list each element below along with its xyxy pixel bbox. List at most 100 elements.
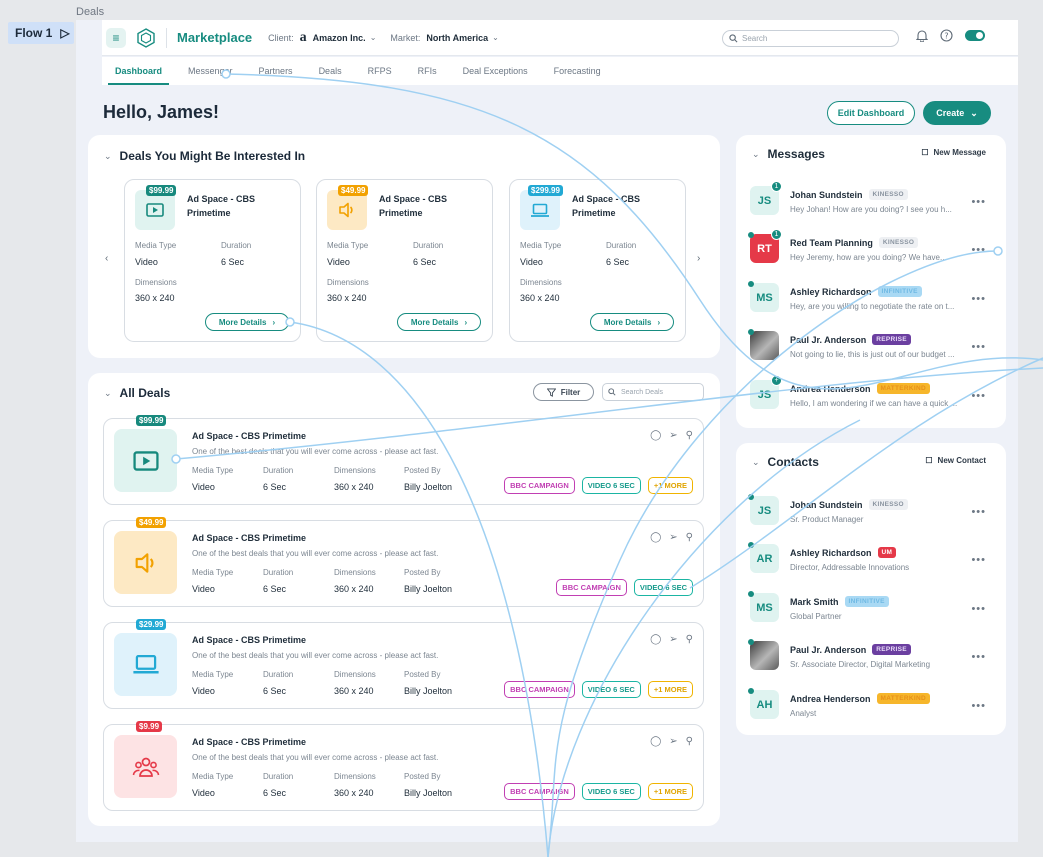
more-options-icon[interactable]: ••• — [971, 293, 986, 305]
deal-row[interactable]: $49.99 Ad Space - CBS Primetime One of t… — [103, 517, 704, 607]
contact-role: Sr. Associate Director, Digital Marketin… — [790, 660, 931, 669]
pin-icon[interactable]: ⚲ — [685, 736, 693, 747]
more-options-icon[interactable]: ••• — [971, 390, 986, 402]
tab-deal-exceptions[interactable]: Deal Exceptions — [462, 66, 528, 76]
dimensions-label: Dimensions — [334, 772, 376, 781]
deal-thumb — [114, 633, 177, 696]
new-message-button[interactable]: ☐ New Message — [921, 148, 986, 157]
tab-rfps[interactable]: RFPS — [367, 66, 392, 76]
more-options-icon[interactable]: ••• — [971, 700, 986, 712]
help-icon[interactable]: ? — [940, 29, 953, 42]
chevron-left-icon[interactable]: ‹ — [105, 253, 109, 264]
global-search-input[interactable]: Search — [722, 30, 899, 47]
hamburger-menu-icon[interactable]: ≡ — [106, 27, 126, 48]
deal-row[interactable]: $9.99 Ad Space - CBS Primetime One of th… — [103, 721, 704, 811]
more-options-icon[interactable]: ••• — [971, 196, 986, 208]
client-select[interactable]: Amazon Inc. — [312, 32, 366, 43]
tag-video-6-sec[interactable]: VIDEO 6 SEC — [633, 579, 693, 596]
top-bar: ≡ Marketplace Client: a Amazon Inc. ⌄ Ma… — [102, 20, 1018, 56]
more-details-button[interactable]: More Details› — [205, 313, 289, 331]
tag-video-6-sec[interactable]: VIDEO 6 SEC — [581, 681, 641, 698]
chevron-right-icon[interactable]: › — [697, 253, 701, 264]
tab-deals[interactable]: Deals — [318, 66, 342, 76]
more-options-icon[interactable]: ••• — [971, 341, 986, 353]
bell-icon[interactable] — [916, 29, 928, 42]
interested-header[interactable]: ⌄ Deals You Might Be Interested In — [104, 149, 305, 163]
tag-video-6-sec[interactable]: VIDEO 6 SEC — [581, 783, 641, 800]
more-options-icon[interactable]: ••• — [971, 603, 986, 615]
deal-card[interactable]: $49.99 Ad Space - CBS Primetime Media Ty… — [316, 179, 493, 342]
send-icon[interactable]: ➢ — [669, 634, 678, 645]
tag-video-6-sec[interactable]: VIDEO 6 SEC — [581, 477, 641, 494]
comment-icon[interactable]: ◯ — [650, 532, 662, 543]
tab-dashboard[interactable]: Dashboard — [102, 57, 175, 85]
play-outline-icon: ▷ — [60, 26, 70, 40]
more-details-button[interactable]: More Details› — [590, 313, 674, 331]
posted-by-value: Billy Joelton — [404, 686, 453, 696]
new-contact-button[interactable]: ☐ New Contact — [925, 456, 986, 465]
deal-row[interactable]: $29.99 Ad Space - CBS Primetime One of t… — [103, 619, 704, 709]
filter-button[interactable]: Filter — [533, 383, 594, 401]
tab-forecasting[interactable]: Forecasting — [553, 66, 601, 76]
message-preview: Hey Johan! How are you doing? I see you … — [790, 205, 952, 214]
tag-bbc-campaign[interactable]: BBC CAMPAIGN — [556, 579, 627, 596]
chevron-down-icon[interactable]: ⌄ — [752, 456, 760, 467]
market-select[interactable]: North America — [426, 32, 489, 43]
create-button[interactable]: Create ⌄ — [923, 101, 991, 125]
more-details-button[interactable]: More Details› — [397, 313, 481, 331]
mode-toggle[interactable] — [965, 30, 985, 41]
price-badge: $49.99 — [136, 517, 167, 528]
tag-more[interactable]: +1 MORE — [647, 783, 693, 800]
more-options-icon[interactable]: ••• — [971, 506, 986, 518]
more-options-icon[interactable]: ••• — [971, 651, 986, 663]
tab-partners[interactable]: Partners — [258, 66, 293, 76]
comment-icon[interactable]: ◯ — [650, 430, 662, 441]
tag-bbc-campaign[interactable]: BBC CAMPAIGN — [504, 783, 575, 800]
chevron-down-icon[interactable]: ⌄ — [369, 33, 377, 42]
deal-card[interactable]: $99.99 Ad Space - CBS Primetime Media Ty… — [124, 179, 301, 342]
pin-icon[interactable]: ⚲ — [685, 634, 693, 645]
edit-dashboard-button[interactable]: Edit Dashboard — [827, 101, 915, 125]
posted-by-label: Posted By — [404, 670, 441, 679]
chevron-down-icon[interactable]: ⌄ — [104, 150, 112, 161]
tag-more[interactable]: +1 MORE — [647, 681, 693, 698]
more-options-icon[interactable]: ••• — [971, 554, 986, 566]
send-icon[interactable]: ➢ — [669, 736, 678, 747]
send-icon[interactable]: ➢ — [669, 430, 678, 441]
tag-bbc-campaign[interactable]: BBC CAMPAIGN — [504, 681, 575, 698]
deal-row[interactable]: $99.99 Ad Space - CBS Primetime One of t… — [103, 415, 704, 505]
dimensions-value: 360 x 240 — [334, 788, 374, 798]
deal-card[interactable]: $299.99 Ad Space - CBS Primetime Media T… — [509, 179, 686, 342]
more-options-icon[interactable]: ••• — [971, 244, 986, 256]
tag-bbc-campaign[interactable]: BBC CAMPAIGN — [504, 477, 575, 494]
pin-icon[interactable]: ⚲ — [685, 532, 693, 543]
chevron-down-icon[interactable]: ⌄ — [104, 387, 112, 398]
online-indicator — [748, 542, 754, 548]
contacts-header[interactable]: ⌄ Contacts — [752, 455, 819, 469]
comment-icon[interactable]: ◯ — [650, 736, 662, 747]
tag-more[interactable]: +1 MORE — [647, 477, 693, 494]
deal-search-input[interactable]: Search Deals — [602, 383, 704, 401]
all-deals-header[interactable]: ⌄ All Deals — [104, 386, 170, 400]
tab-rfis[interactable]: RFIs — [417, 66, 437, 76]
tab-messenger[interactable]: Messenger — [188, 66, 233, 76]
comment-icon[interactable]: ◯ — [650, 634, 662, 645]
flow-tag[interactable]: Flow 1 ▷ — [8, 22, 74, 44]
chevron-down-icon[interactable]: ⌄ — [492, 33, 499, 42]
send-icon[interactable]: ➢ — [669, 532, 678, 543]
messages-header[interactable]: ⌄ Messages — [752, 147, 825, 161]
pin-icon[interactable]: ⚲ — [685, 430, 693, 441]
chevron-down-icon[interactable]: ⌄ — [752, 148, 760, 159]
